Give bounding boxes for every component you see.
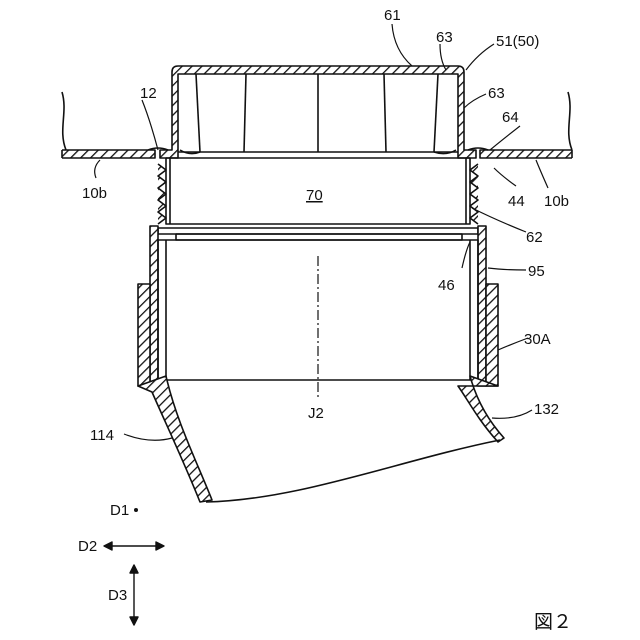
label-64: 64 [502, 109, 519, 126]
label-10b-left: 10b [82, 185, 107, 202]
label-132: 132 [534, 401, 559, 418]
direction-indicators [104, 542, 164, 625]
label-D1: D1 [110, 502, 129, 519]
label-D2: D2 [78, 538, 97, 555]
label-70: 70 [306, 187, 323, 204]
label-D3: D3 [108, 587, 127, 604]
label-51-50: 51(50) [496, 33, 539, 50]
label-30A: 30A [524, 331, 551, 348]
label-10b-right: 10b [544, 193, 569, 210]
elbow-bend [138, 376, 504, 502]
label-114: 114 [90, 427, 114, 444]
label-63-side: 63 [488, 85, 505, 102]
label-12: 12 [140, 85, 157, 102]
label-44: 44 [508, 193, 525, 210]
label-95: 95 [528, 263, 545, 280]
label-46: 46 [438, 277, 455, 294]
plate-46 [158, 228, 478, 240]
d1-dot [134, 508, 138, 512]
figure-number: 図２ [534, 611, 572, 633]
label-J2: J2 [308, 405, 324, 422]
label-63-top: 63 [436, 29, 453, 46]
cover-cap [148, 66, 488, 158]
label-62: 62 [526, 229, 543, 246]
label-61: 61 [384, 7, 401, 24]
